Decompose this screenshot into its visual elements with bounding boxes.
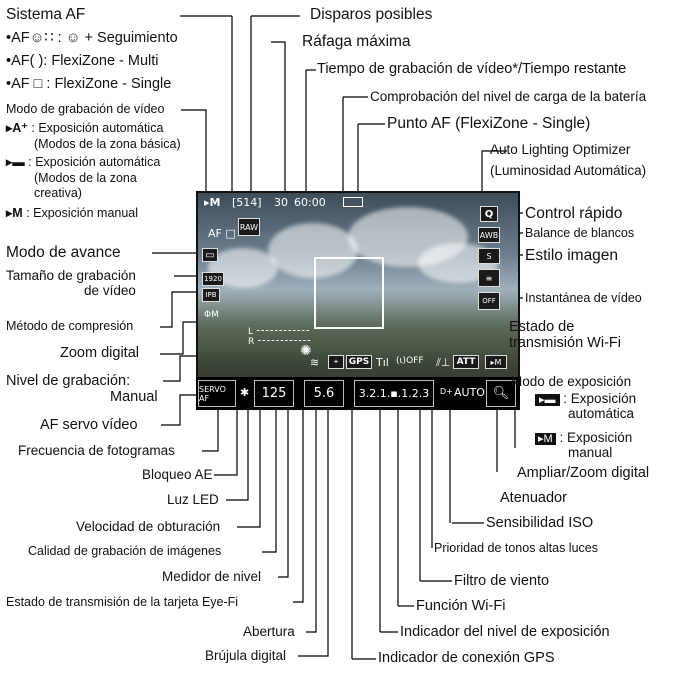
label-exposure-mode: Modo de exposición — [511, 374, 632, 389]
label-zoom: Zoom digital — [60, 345, 139, 361]
htp-icon: D+ — [440, 387, 453, 396]
label-gps-conn: Indicador de conexión GPS — [378, 650, 555, 666]
lcd-bottom-bar: SERVO AF ✱ 125 5.6 3.2.1.▪.1.2.3 D+ AUTO… — [196, 377, 520, 410]
label-wifi-func: Función Wi-Fi — [416, 598, 506, 614]
lcd-screen: [514] 30 60:00 ▸M AF □ RAW ▭ 1920 IPB ΦM… — [196, 191, 520, 410]
label-vm-creative-b: (Modos de la zona — [34, 171, 137, 185]
led-icon: ✺ — [300, 343, 312, 359]
alo-icon: ≡ — [478, 269, 500, 287]
compression-icon: IPB — [202, 288, 220, 302]
label-vm-creative: ▸▬ : Exposición automática — [6, 155, 161, 169]
label-burst: Ráfaga máxima — [302, 33, 411, 50]
label-alo: Auto Lighting Optimizer (Luminosidad Aut… — [490, 142, 647, 179]
picture-style-icon: S — [478, 248, 500, 264]
snapshot-icon: OFF — [478, 292, 500, 310]
label-af-face: •AF☺∷ : ☺ + Seguimiento — [6, 30, 178, 46]
label-attenuator: Atenuador — [500, 490, 567, 506]
label-iso: Sensibilidad ISO — [486, 515, 594, 531]
label-zoom-mag: Ampliar/Zoom digital — [517, 465, 650, 481]
label-compression: Método de compresión — [6, 319, 134, 333]
label-shots: Disparos posibles — [310, 6, 433, 23]
label-wind: Filtro de viento — [454, 573, 550, 589]
ae-lock-icon: ✱ — [240, 386, 250, 399]
exposure-scale-cell: 3.2.1.▪.1.2.3 — [354, 380, 434, 407]
zoom-icon: ΦM — [204, 310, 219, 320]
servo-af-cell: SERVO AF — [198, 380, 236, 407]
label-eyefi: Estado de transmisión de la tarjeta Eye-… — [6, 595, 239, 609]
wifi-function-icon: (ι)OFF — [396, 356, 424, 366]
label-wifi-status: Estado de transmisión Wi-Fi — [509, 319, 621, 352]
wifi-status-icon: Tıl — [376, 356, 389, 369]
label-battery: Comprobación del nivel de carga de la ba… — [370, 89, 647, 104]
label-quick-control: Control rápido — [525, 205, 623, 222]
label-video-mode: Modo de grabación de vídeo — [6, 102, 165, 116]
label-vm-basic: ▸A⁺ : Exposición automática — [6, 121, 164, 135]
burst-readout: 30 — [274, 196, 288, 209]
label-af-multi: •AF( ): FlexiZone - Multi — [6, 53, 159, 69]
label-fps: Frecuencia de fotogramas — [18, 443, 175, 458]
label-rec-level: Nivel de grabación: Manual — [6, 373, 158, 406]
label-style: Estilo imagen — [525, 247, 619, 264]
iso-readout: AUTO — [454, 386, 485, 399]
quick-control-icon: Q — [480, 206, 498, 222]
label-rec-time: Tiempo de grabación de vídeo*/Tiempo res… — [317, 61, 627, 77]
label-led: Luz LED — [167, 492, 219, 507]
label-meter: Medidor de nivel — [162, 569, 262, 584]
shots-readout: [514] — [232, 196, 262, 209]
battery-icon — [343, 197, 363, 207]
label-em-manual: ▸M : Exposición manual — [535, 430, 632, 460]
video-mode-icon: ▸M — [204, 196, 221, 209]
shutter-cell: 125 — [254, 380, 294, 407]
rec-level-meter: L ⁃⁃⁃⁃⁃⁃⁃⁃⁃⁃⁃⁃R ⁃⁃⁃⁃⁃⁃⁃⁃⁃⁃⁃⁃ — [248, 327, 312, 347]
video-size-icon: 1920 — [202, 272, 224, 286]
label-compass: Brújula digital — [205, 648, 287, 663]
exposure-mode-icon: ▸M — [485, 355, 507, 369]
aperture-cell: 5.6 — [304, 380, 344, 407]
wind-filter-icon: ⫽⊥ — [436, 356, 451, 369]
compass-icon: ⌖ — [328, 355, 344, 369]
wb-icon: AWB — [478, 227, 500, 243]
label-video-size: Tamaño de grabación de vídeo — [6, 268, 136, 299]
cloud — [268, 223, 358, 278]
time-readout: 60:00 — [294, 196, 326, 209]
label-servo: AF servo vídeo — [40, 417, 138, 433]
label-af-single: •AF □ : FlexiZone - Single — [6, 76, 172, 92]
label-em-auto: ▸▬ : Exposición automática — [535, 391, 636, 421]
label-snapshot: Instantánea de vídeo — [525, 291, 642, 305]
label-exp-level: Indicador del nivel de exposición — [400, 624, 610, 640]
label-htp: Prioridad de tonos altas luces — [434, 541, 598, 555]
wifi-icon: ≋ — [310, 356, 320, 369]
label-shutter: Velocidad de obturación — [76, 519, 221, 534]
gps-icon: GPS — [346, 355, 372, 369]
label-aperture: Abertura — [243, 624, 295, 639]
label-drive: Modo de avance — [6, 244, 121, 261]
label-vm-manual: ▸M : Exposición manual — [6, 206, 139, 220]
magnify-cell: 🔍︎ — [486, 380, 516, 407]
label-af-system: Sistema AF — [6, 6, 86, 23]
drive-icon: ▭ — [202, 248, 218, 262]
af-method-readout: AF □ — [208, 227, 236, 240]
label-quality: Calidad de grabación de imágenes — [28, 544, 222, 558]
af-point-frame — [314, 257, 384, 329]
attenuator-icon: ATT — [453, 355, 479, 369]
label-vm-basic-b: (Modos de la zona básica) — [34, 137, 181, 151]
label-wb: Balance de blancos — [525, 226, 635, 240]
label-af-point: Punto AF (FlexiZone - Single) — [387, 115, 591, 132]
quality-icon: RAW — [238, 218, 260, 236]
label-ae-lock: Bloqueo AE — [142, 467, 213, 482]
label-vm-creative-c: creativa) — [34, 186, 82, 200]
